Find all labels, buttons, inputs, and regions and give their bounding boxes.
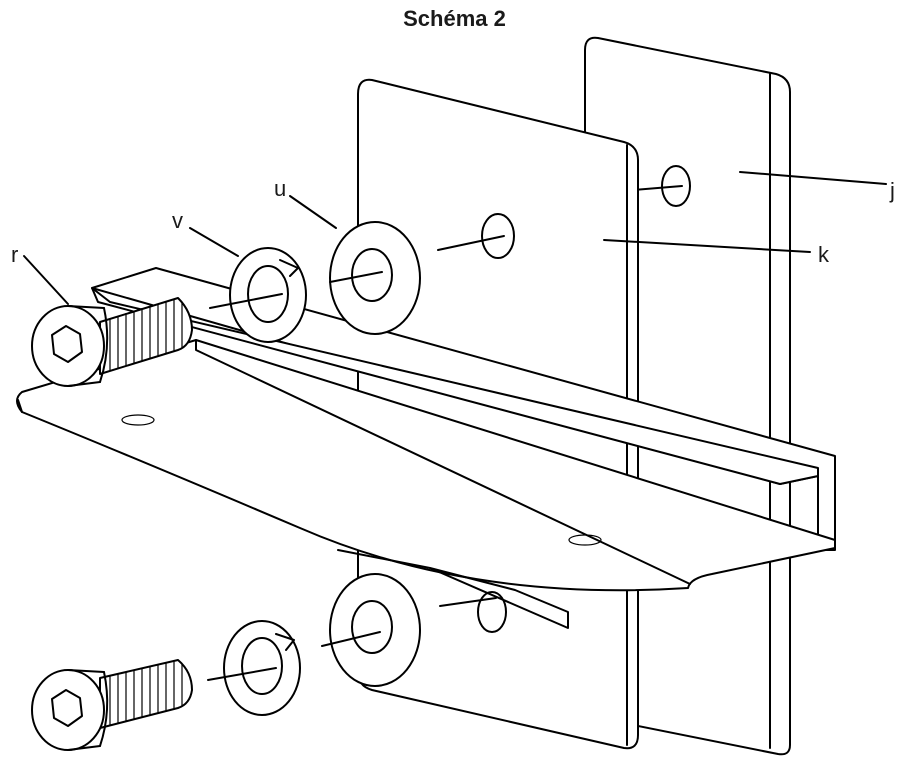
lock-washer-v-upper <box>209 247 307 343</box>
washer-u-lower <box>321 573 421 687</box>
leader-u <box>289 195 337 229</box>
callout-u: u <box>274 176 286 201</box>
callout-k: k <box>818 242 830 267</box>
bolt-thread-lower <box>109 660 183 726</box>
bolt-r-lower <box>31 659 193 751</box>
leader-j <box>739 171 887 185</box>
leader-lines <box>23 171 887 305</box>
callout-r: r <box>11 242 18 267</box>
bolt-thread-upper <box>109 299 183 370</box>
callout-j: j <box>889 178 895 203</box>
bolt-r-upper <box>31 297 193 387</box>
leader-r <box>23 255 69 305</box>
leader-v <box>189 227 239 257</box>
washer-u-upper <box>329 221 421 335</box>
callout-v: v <box>172 208 183 233</box>
leader-k <box>603 239 811 253</box>
lock-washer-v-lower <box>207 620 301 716</box>
diagram-title: Schéma 2 <box>403 6 506 31</box>
